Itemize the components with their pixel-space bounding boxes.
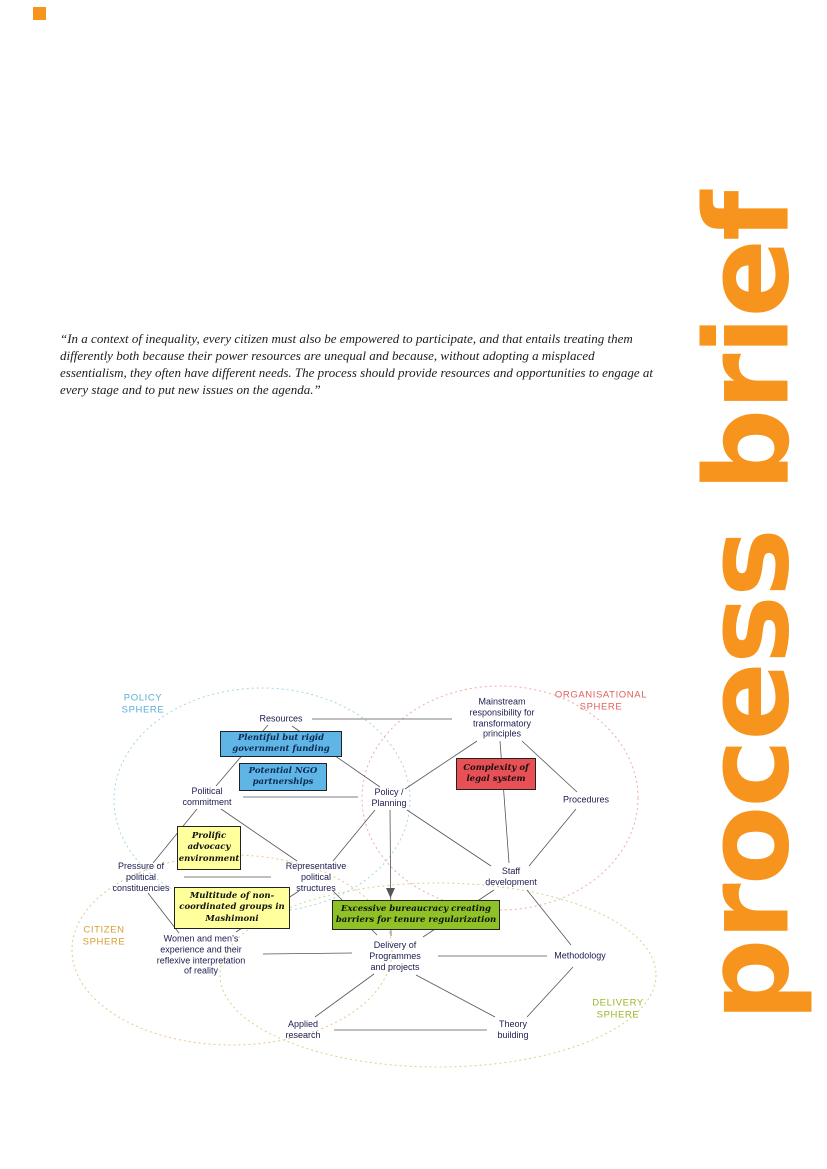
factor-box-government-funding: Plentiful but rigid government funding [220, 731, 342, 757]
diagram-edge-10 [406, 809, 492, 867]
arrowhead-icon [386, 888, 395, 898]
node-theory-building: Theory building [497, 1019, 529, 1040]
diagram-edge-22 [415, 974, 496, 1018]
citizen-sphere-label: CITIZEN SPHERE [82, 924, 126, 948]
node-applied-research: Applied research [285, 1019, 321, 1040]
diagram-edge-3 [404, 740, 478, 790]
diagram-edge-21 [314, 973, 375, 1018]
node-representative-structures: Representative political structures [285, 860, 347, 893]
diagram-edge-7 [152, 808, 198, 864]
factor-box-advocacy-environment: Prolific advocacy environment [177, 826, 241, 870]
node-delivery-programmes: Delivery of Programmes and projects [369, 939, 421, 972]
diagram-edge-19 [262, 952, 353, 955]
factor-box-ngo-partnerships: Potential NGO partnerships [239, 763, 327, 791]
corner-square [33, 7, 46, 20]
diagram-edge-12 [528, 808, 577, 867]
organisational-sphere-ellipse [361, 685, 639, 911]
delivery-sphere-ellipse [219, 882, 657, 1068]
diagram-edge-18 [526, 889, 572, 946]
diagram-edge-9 [332, 809, 376, 862]
factor-box-excessive-bureaucracy: Excessive bureaucracy creating barriers … [332, 900, 500, 930]
factor-box-legal-complexity: Complexity of legal system [456, 758, 536, 790]
diagram-edge-4 [521, 740, 578, 793]
node-policy-planning: Policy / Planning [371, 787, 407, 808]
node-staff-development: Staff development [485, 866, 537, 887]
node-pressure-constituencies: Pressure of political constituencies [112, 860, 170, 893]
node-resources: Resources [259, 713, 303, 724]
node-political-commitment: Political commitment [182, 786, 232, 807]
node-womens-experience: Women and men’s experience and their ref… [156, 933, 246, 976]
diagram-edge-8 [220, 808, 298, 862]
node-mainstream-responsibility: Mainstream responsibility for transforma… [469, 696, 535, 739]
diagram-edge-14 [147, 892, 180, 934]
policy-sphere-label: POLICY SPHERE [121, 692, 165, 716]
quote-text: “In a context of inequality, every citiz… [60, 331, 653, 397]
node-methodology: Methodology [554, 950, 606, 961]
diagram-edge-23 [526, 966, 574, 1018]
delivery-sphere-label: DELIVERY SPHERE [592, 997, 644, 1021]
factor-box-noncoordinated-groups: Multitude of non- coordinated groups in … [174, 887, 290, 929]
node-procedures: Procedures [562, 794, 610, 805]
organisational-sphere-label: ORGANISATIONAL SPHERE [554, 689, 648, 713]
